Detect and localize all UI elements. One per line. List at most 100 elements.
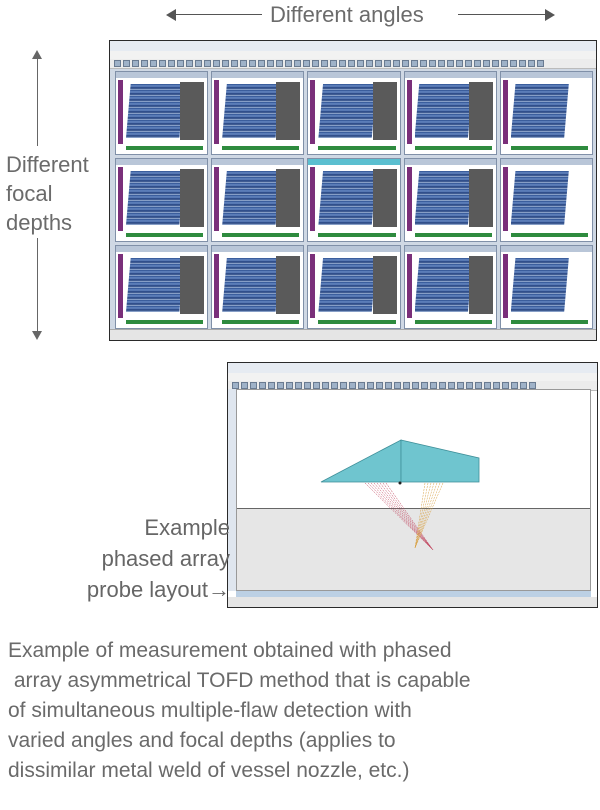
toolbar-button[interactable] <box>295 382 302 389</box>
scan-pane[interactable] <box>403 71 497 155</box>
toolbar-button[interactable] <box>483 60 490 67</box>
scan-pane[interactable] <box>211 71 305 155</box>
scan-pane[interactable] <box>403 245 497 329</box>
toolbar-button[interactable] <box>429 60 436 67</box>
toolbar-button[interactable] <box>529 382 536 389</box>
toolbar-button[interactable] <box>132 60 139 67</box>
toolbar-button[interactable] <box>466 382 473 389</box>
toolbar-button[interactable] <box>303 60 310 67</box>
toolbar-button[interactable] <box>267 60 274 67</box>
toolbar-button[interactable] <box>268 382 275 389</box>
toolbar-button[interactable] <box>277 382 284 389</box>
scan-pane[interactable] <box>499 245 593 329</box>
toolbar-button[interactable] <box>294 60 301 67</box>
toolbar-button[interactable] <box>213 60 220 67</box>
scan-pane[interactable] <box>211 245 305 329</box>
toolbar-button[interactable] <box>519 60 526 67</box>
toolbar-button[interactable] <box>231 60 238 67</box>
toolbar-button[interactable] <box>376 382 383 389</box>
toolbar-button[interactable] <box>159 60 166 67</box>
toolbar-button[interactable] <box>304 382 311 389</box>
toolbar-button[interactable] <box>411 60 418 67</box>
scan-pane[interactable] <box>211 158 305 242</box>
toolbar-button[interactable] <box>421 382 428 389</box>
scan-pane[interactable] <box>307 158 401 242</box>
toolbar-button[interactable] <box>367 382 374 389</box>
toolbar-button[interactable] <box>412 382 419 389</box>
toolbar-button[interactable] <box>249 60 256 67</box>
layout-canvas[interactable] <box>236 389 591 591</box>
toolbar-button[interactable] <box>475 382 482 389</box>
toolbar-button[interactable] <box>331 382 338 389</box>
menu-bar[interactable] <box>228 373 597 381</box>
toolbar-button[interactable] <box>403 382 410 389</box>
toolbar-button[interactable] <box>168 60 175 67</box>
scan-pane[interactable] <box>307 245 401 329</box>
toolbar-button[interactable] <box>240 60 247 67</box>
toolbar-button[interactable] <box>448 382 455 389</box>
toolbar-button[interactable] <box>402 60 409 67</box>
toolbar-button[interactable] <box>484 382 491 389</box>
toolbar-button[interactable] <box>501 60 508 67</box>
toolbar-button[interactable] <box>258 60 265 67</box>
toolbar-button[interactable] <box>492 60 499 67</box>
toolbar-button[interactable] <box>339 60 346 67</box>
toolbar-button[interactable] <box>177 60 184 67</box>
toolbar-button[interactable] <box>357 60 364 67</box>
toolbar-button[interactable] <box>232 382 239 389</box>
toolbar-button[interactable] <box>321 60 328 67</box>
toolbar-button[interactable] <box>511 382 518 389</box>
toolbar-button[interactable] <box>285 60 292 67</box>
scan-pane[interactable] <box>115 245 209 329</box>
scan-pane[interactable] <box>307 71 401 155</box>
toolbar-button[interactable] <box>340 382 347 389</box>
toolbar-button[interactable] <box>528 60 535 67</box>
toolbar-button[interactable] <box>330 60 337 67</box>
menu-bar[interactable] <box>110 51 596 59</box>
toolbar-button[interactable] <box>385 382 392 389</box>
toolbar-button[interactable] <box>349 382 356 389</box>
toolbar-button[interactable] <box>312 60 319 67</box>
toolbar-button[interactable] <box>222 60 229 67</box>
toolbar-button[interactable] <box>150 60 157 67</box>
toolbar-button[interactable] <box>123 60 130 67</box>
scan-pane[interactable] <box>403 158 497 242</box>
toolbar-button[interactable] <box>430 382 437 389</box>
toolbar-button[interactable] <box>313 382 320 389</box>
scan-pane[interactable] <box>115 158 209 242</box>
toolbar-button[interactable] <box>393 60 400 67</box>
toolbar-button[interactable] <box>439 382 446 389</box>
toolbar-button[interactable] <box>375 60 382 67</box>
scan-pane[interactable] <box>499 158 593 242</box>
scan-pane[interactable] <box>499 71 593 155</box>
toolbar-button[interactable] <box>438 60 445 67</box>
scan-pane[interactable] <box>115 71 209 155</box>
toolbar-button[interactable] <box>366 60 373 67</box>
toolbar-button[interactable] <box>520 382 527 389</box>
toolbar-button[interactable] <box>276 60 283 67</box>
toolbar-button[interactable] <box>420 60 427 67</box>
toolbar-button[interactable] <box>259 382 266 389</box>
toolbar-button[interactable] <box>322 382 329 389</box>
toolbar-button[interactable] <box>114 60 121 67</box>
toolbar-button[interactable] <box>510 60 517 67</box>
toolbar-button[interactable] <box>394 382 401 389</box>
toolbar-button[interactable] <box>502 382 509 389</box>
toolbar-button[interactable] <box>204 60 211 67</box>
horizontal-ruler[interactable] <box>236 591 591 597</box>
toolbar-button[interactable] <box>358 382 365 389</box>
toolbar-button[interactable] <box>465 60 472 67</box>
toolbar-button[interactable] <box>241 382 248 389</box>
toolbar-button[interactable] <box>537 60 544 67</box>
toolbar-button[interactable] <box>447 60 454 67</box>
toolbar-button[interactable] <box>195 60 202 67</box>
toolbar-button[interactable] <box>457 382 464 389</box>
toolbar-button[interactable] <box>186 60 193 67</box>
toolbar-button[interactable] <box>493 382 500 389</box>
toolbar-button[interactable] <box>384 60 391 67</box>
toolbar-button[interactable] <box>474 60 481 67</box>
toolbar-button[interactable] <box>348 60 355 67</box>
toolbar-button[interactable] <box>141 60 148 67</box>
toolbar-button[interactable] <box>456 60 463 67</box>
toolbar-button[interactable] <box>250 382 257 389</box>
